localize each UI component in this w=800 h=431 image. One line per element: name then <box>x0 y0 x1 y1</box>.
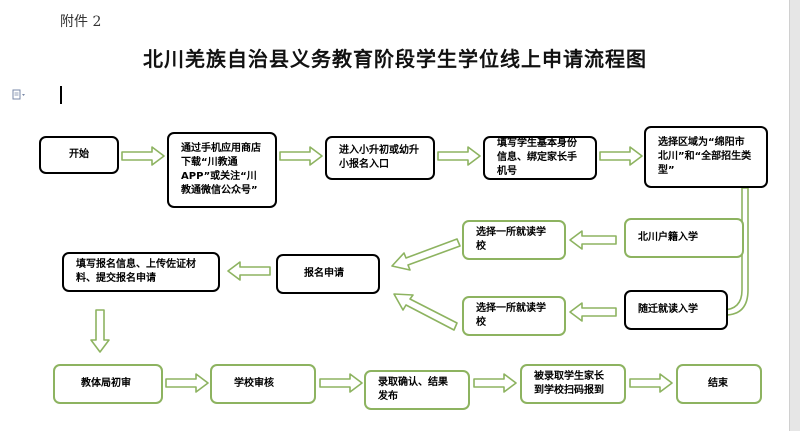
arrow-diagonal-icon <box>393 293 458 331</box>
flow-node-download-app: 通过手机应用商店下载“川教通 APP”或关注“川教通微信公众号” <box>167 132 277 208</box>
flow-node-bureau-review: 教体局初审 <box>53 364 163 404</box>
flow-node-region: 选择区域为“绵阳市北川”和“全部招生类型” <box>644 126 768 188</box>
arrow-right-icon <box>319 373 363 393</box>
arrow-down-icon <box>90 309 110 353</box>
flow-node-entry: 进入小升初或幼升小报名入口 <box>325 136 435 180</box>
arrow-left-icon <box>227 261 271 281</box>
flow-node-end: 结束 <box>676 364 762 404</box>
arrow-right-icon <box>121 146 165 166</box>
paragraph-options-icon[interactable] <box>12 89 26 101</box>
attachment-label: 附件 2 <box>60 14 102 30</box>
arrow-diagonal-icon <box>391 238 461 271</box>
arrow-right-icon <box>165 373 209 393</box>
arrow-left-icon <box>569 302 617 322</box>
document-title: 北川羌族自治县义务教育阶段学生学位线上申请流程图 <box>143 47 647 71</box>
flow-node-local-enrollment: 北川户籍入学 <box>624 218 744 258</box>
flow-node-migrant-enrollment: 随迁就读入学 <box>624 290 728 330</box>
arrow-right-icon <box>473 373 517 393</box>
flow-node-school-review: 学校审核 <box>210 364 316 404</box>
flow-node-choose-school-1: 选择一所就读学校 <box>462 220 566 260</box>
arrow-right-icon <box>279 146 323 166</box>
flow-node-apply: 报名申请 <box>276 254 380 294</box>
text-cursor <box>60 86 62 104</box>
flow-node-choose-school-2: 选择一所就读学校 <box>462 296 566 336</box>
flow-node-fill-info: 填写报名信息、上传佐证材料、提交报名申请 <box>62 252 220 292</box>
flow-node-start: 开始 <box>39 136 119 174</box>
flow-node-report: 被录取学生家长到学校扫码报到 <box>520 364 626 404</box>
arrow-right-icon <box>599 146 643 166</box>
flow-node-admission: 录取确认、结果发布 <box>364 370 470 410</box>
flow-node-basic-info: 填写学生基本身份信息、绑定家长手机号 <box>483 136 597 180</box>
arrow-right-icon <box>629 373 673 393</box>
arrow-right-icon <box>437 146 481 166</box>
arrow-left-icon <box>569 230 617 250</box>
vertical-scrollbar[interactable] <box>789 0 800 431</box>
